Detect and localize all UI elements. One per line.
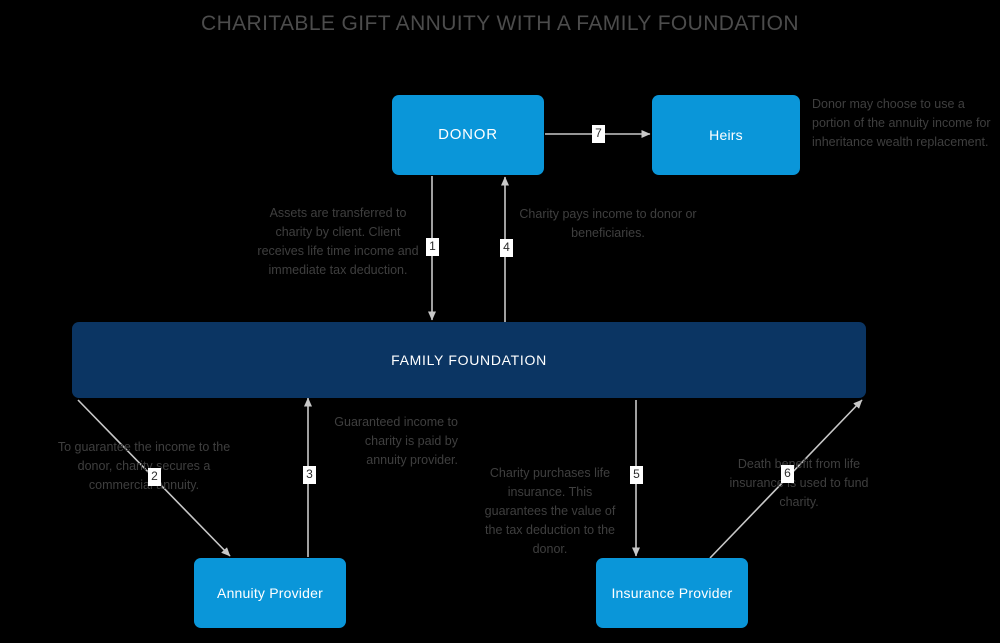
annotation-heirs: Donor may choose to use a portion of the…	[812, 97, 991, 149]
annotation-asset-transfer: Assets are transferred to charity by cli…	[257, 206, 419, 277]
step-badge-1: 1	[426, 238, 439, 256]
step-badge-4: 4	[500, 239, 513, 257]
annotation-guaranteed-income: Guaranteed income to charity is paid by …	[334, 415, 458, 467]
node-heirs[interactable]: Heirs	[652, 95, 800, 175]
annotation-purchase-insurance: Charity purchases life insurance. This g…	[484, 466, 616, 556]
node-annuity-provider-label: Annuity Provider	[217, 584, 323, 601]
annotation-guarantee-income: To guarantee the income to the donor, ch…	[57, 440, 231, 492]
node-insurance-provider-label: Insurance Provider	[611, 584, 733, 601]
step-badge-7: 7	[592, 125, 605, 143]
step-badge-3: 3	[303, 466, 316, 484]
node-family-foundation[interactable]: FAMILY FOUNDATION	[72, 322, 866, 398]
annotation-death-benefit: Death benefit from life insurance is use…	[729, 457, 869, 509]
step-badge-2: 2	[148, 468, 161, 486]
step-badge-6: 6	[781, 465, 794, 483]
annotation-charity-pays-income: Charity pays income to donor or benefici…	[519, 207, 697, 240]
node-donor[interactable]: DONOR	[392, 95, 544, 175]
node-insurance-provider[interactable]: Insurance Provider	[596, 558, 748, 628]
node-heirs-label: Heirs	[709, 126, 743, 143]
page-title: CHARITABLE GIFT ANNUITY WITH A FAMILY FO…	[201, 12, 799, 35]
step-badge-5: 5	[630, 466, 643, 484]
node-annuity-provider[interactable]: Annuity Provider	[194, 558, 346, 628]
node-family-foundation-label: FAMILY FOUNDATION	[391, 351, 547, 368]
node-donor-label: DONOR	[438, 126, 498, 143]
